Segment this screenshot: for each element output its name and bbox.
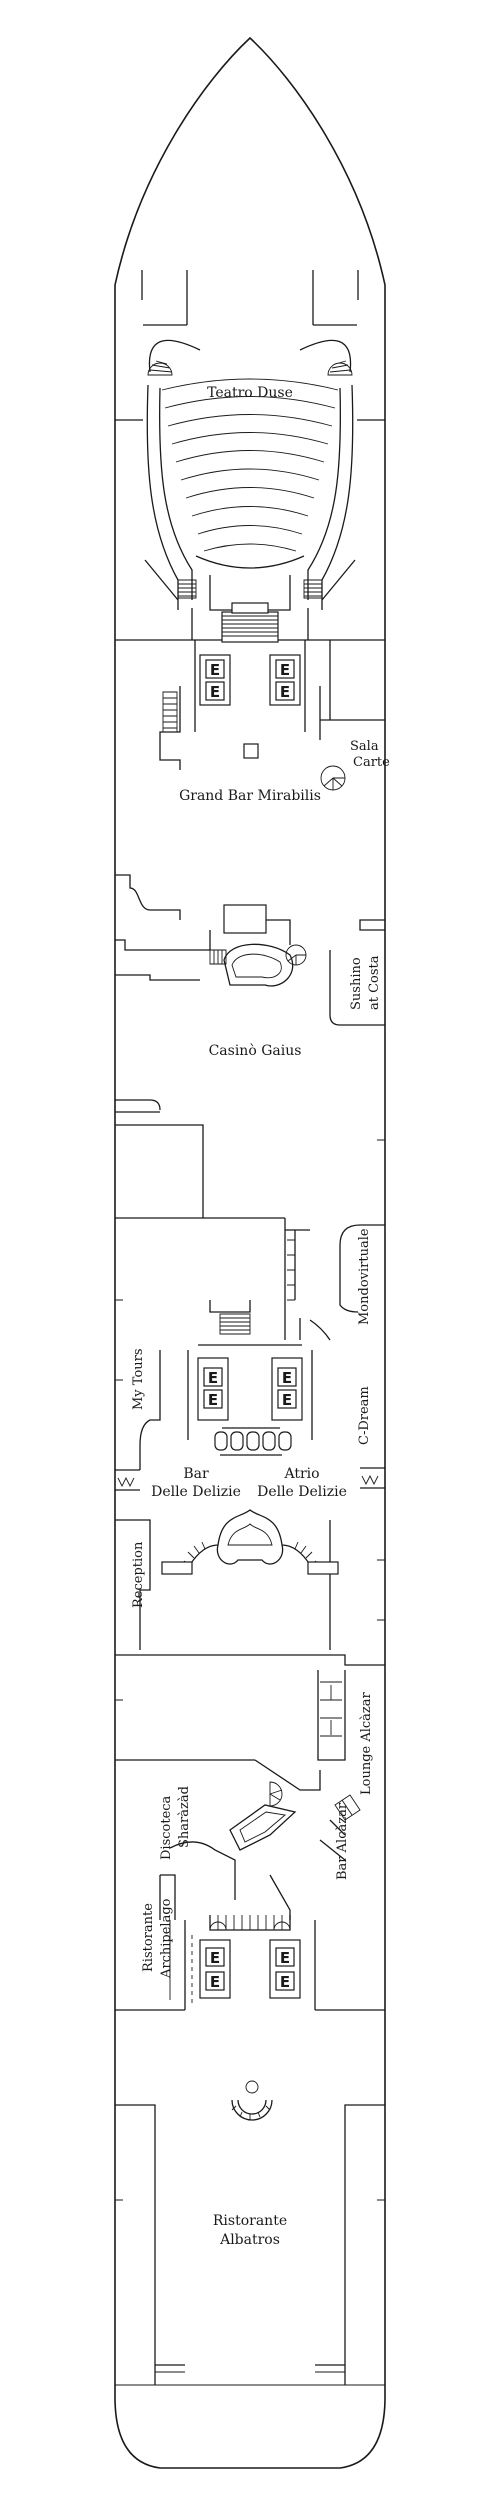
room-label-casino: Casinò Gaius [209, 1043, 302, 1059]
hull-ticks [115, 1139, 385, 2201]
spiral-staircase-icon [231, 2080, 273, 2121]
room-label-sharazad: Sharàzàd [177, 1786, 192, 1848]
room-label-archipelago: Archipelago [159, 1898, 174, 1979]
staircase-icon [219, 1313, 251, 1335]
room-label-sushino: Sushino [349, 957, 364, 1010]
room-label-ristorante-archipelago: Ristorante [141, 1903, 156, 1972]
room-label-at-costa: at Costa [367, 955, 382, 1010]
room-label-bar-alcazar: Bar Alcàzar [335, 1802, 350, 1880]
archipelago-structure [115, 1915, 385, 2011]
lounge-structure [115, 1654, 385, 2000]
elevator-icon: E [282, 1369, 292, 1387]
atrium-structure [115, 1217, 385, 1346]
room-label-bar-delle-delizie: Delle Delizie [151, 1484, 241, 1500]
room-label-atrio-delle-delizie: Delle Delizie [257, 1484, 347, 1500]
albatros-structure [115, 2104, 385, 2385]
atrium-columns [214, 1427, 292, 1456]
room-label-reception: Reception [131, 1541, 146, 1608]
elevator-bank: E E E E [199, 1939, 301, 1999]
elevator-icon: E [208, 1369, 218, 1387]
casino-structure [115, 874, 385, 1218]
elevator-icon: E [280, 1949, 290, 1967]
room-label-mondovirtuale: Mondovirtuale [357, 1228, 372, 1325]
theatre-area [115, 270, 385, 611]
elevator-icon: E [282, 1391, 292, 1409]
spiral-staircase-icon [334, 1794, 361, 1821]
staircase-icon [303, 579, 323, 599]
elevator-icon: E [210, 683, 220, 701]
room-label-grand-bar: Grand Bar Mirabilis [179, 788, 321, 804]
spiral-staircase-icon [269, 1781, 283, 1807]
elevator-icon: E [210, 661, 220, 679]
elevator-icon: E [210, 1973, 220, 1991]
room-label-sala: Sala [350, 739, 379, 754]
room-label-lounge-alcazar: Lounge Alcàzar [359, 1691, 374, 1795]
spiral-staircase-icon [327, 360, 353, 376]
elevator-icon: E [280, 683, 290, 701]
room-label-c-dream: C-Dream [357, 1386, 372, 1445]
elevator-icon: E [280, 1973, 290, 1991]
room-label-my-tours: My Tours [131, 1348, 146, 1410]
staircase-icon [162, 691, 178, 733]
spiral-staircase-icon [285, 944, 307, 966]
staircase-icon [177, 579, 197, 599]
my-tours-structure [115, 1350, 385, 1650]
elevator-icon: E [280, 661, 290, 679]
hull-outline [114, 36, 386, 2469]
elevator-icon: E [210, 1949, 220, 1967]
room-label-ristorante-albatros: Ristorante [213, 2213, 287, 2229]
spiral-staircase-icon [320, 765, 346, 791]
grand-bar-structure [115, 602, 385, 770]
spiral-staircase-icon [209, 1921, 291, 1931]
room-label-teatro-duse: Teatro Duse [207, 385, 293, 401]
room-label-albatros: Albatros [219, 2232, 280, 2248]
room-label-carte: Carte [353, 755, 390, 770]
room-label-bar: Bar [183, 1466, 209, 1482]
elevator-icon: E [208, 1391, 218, 1409]
room-label-discoteca: Discoteca [159, 1795, 174, 1860]
elevator-bank: E E E E [199, 654, 301, 706]
spiral-staircase-icon [147, 360, 173, 376]
staircase-icon [209, 949, 227, 965]
room-label-atrio: Atrio [283, 1466, 319, 1482]
elevator-bank: E E E E [187, 1350, 313, 1440]
grand-staircase [161, 1509, 339, 1575]
